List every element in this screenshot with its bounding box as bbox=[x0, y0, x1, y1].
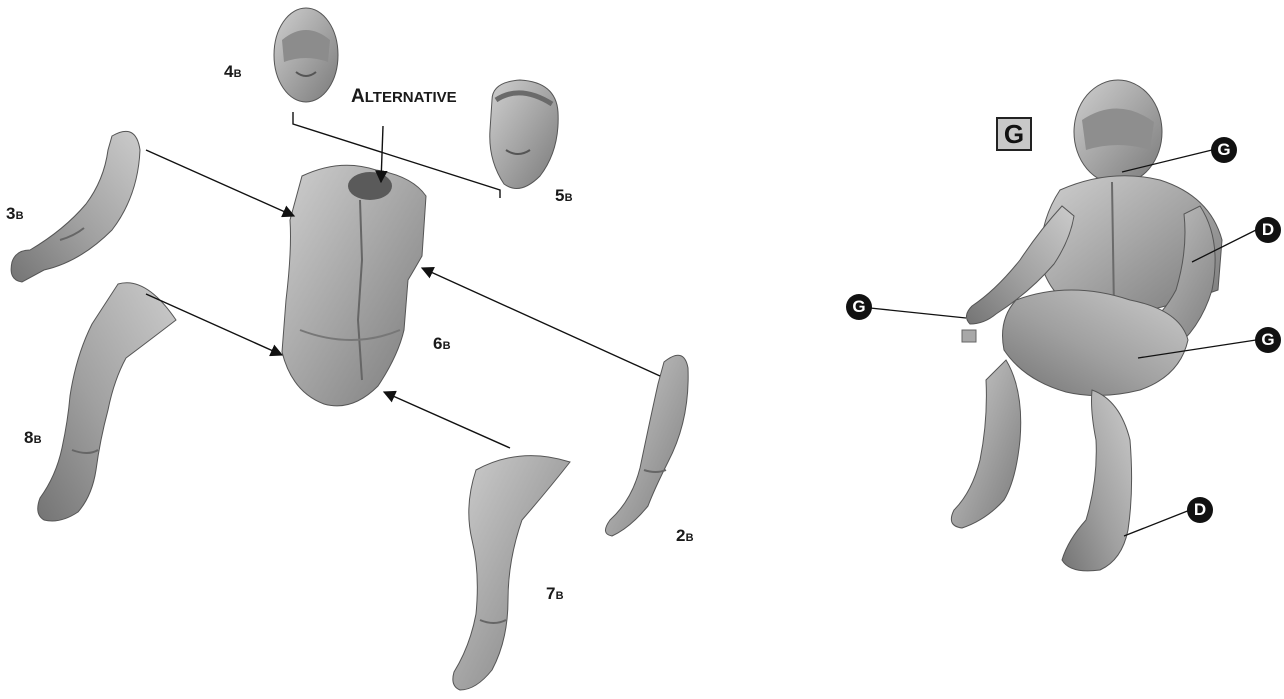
alternative-label: ALTERNATIVE bbox=[351, 86, 457, 108]
part-right-leg bbox=[38, 283, 176, 521]
assembled-figure bbox=[951, 80, 1222, 571]
part-number: 5 bbox=[555, 186, 565, 205]
arrow-left-arm-to-torso bbox=[422, 268, 660, 376]
label-part-4b: 4B bbox=[224, 62, 242, 82]
part-torso bbox=[282, 165, 426, 406]
part-suffix: B bbox=[686, 532, 694, 544]
part-suffix: B bbox=[234, 68, 242, 80]
callout-head: G bbox=[1211, 137, 1237, 163]
part-number: 7 bbox=[546, 584, 556, 603]
callout-lap: G bbox=[1255, 327, 1281, 353]
part-suffix: B bbox=[16, 210, 24, 222]
assembly-box-label: G bbox=[996, 117, 1032, 151]
part-suffix: B bbox=[34, 434, 42, 446]
callout-arm: D bbox=[1255, 217, 1281, 243]
label-part-8b: 8B bbox=[24, 428, 42, 448]
part-suffix: B bbox=[443, 340, 451, 352]
part-suffix: B bbox=[565, 192, 573, 204]
leader-d-boot bbox=[1124, 510, 1190, 536]
label-part-7b: 7B bbox=[546, 584, 564, 604]
arrow-left-leg-to-torso bbox=[384, 392, 510, 448]
label-part-2b: 2B bbox=[676, 526, 694, 546]
part-right-arm bbox=[11, 131, 140, 282]
alternative-label-cap: A bbox=[351, 86, 365, 107]
part-head-helmet bbox=[274, 8, 338, 102]
label-part-5b: 5B bbox=[555, 186, 573, 206]
part-left-arm bbox=[605, 355, 688, 536]
part-number: 3 bbox=[6, 204, 16, 223]
part-head-alternative bbox=[490, 80, 558, 189]
part-left-leg bbox=[453, 456, 570, 690]
callout-hand: G bbox=[846, 294, 872, 320]
part-number: 8 bbox=[24, 428, 34, 447]
label-part-3b: 3B bbox=[6, 204, 24, 224]
leader-g-hand bbox=[870, 308, 966, 318]
part-number: 2 bbox=[676, 526, 686, 545]
arrow-right-arm-to-torso bbox=[146, 150, 294, 216]
part-suffix: B bbox=[556, 590, 564, 602]
callout-boot: D bbox=[1187, 497, 1213, 523]
part-number: 6 bbox=[433, 334, 443, 353]
alternative-label-rest: LTERNATIVE bbox=[365, 89, 457, 106]
label-part-6b: 6B bbox=[433, 334, 451, 354]
part-number: 4 bbox=[224, 62, 234, 81]
